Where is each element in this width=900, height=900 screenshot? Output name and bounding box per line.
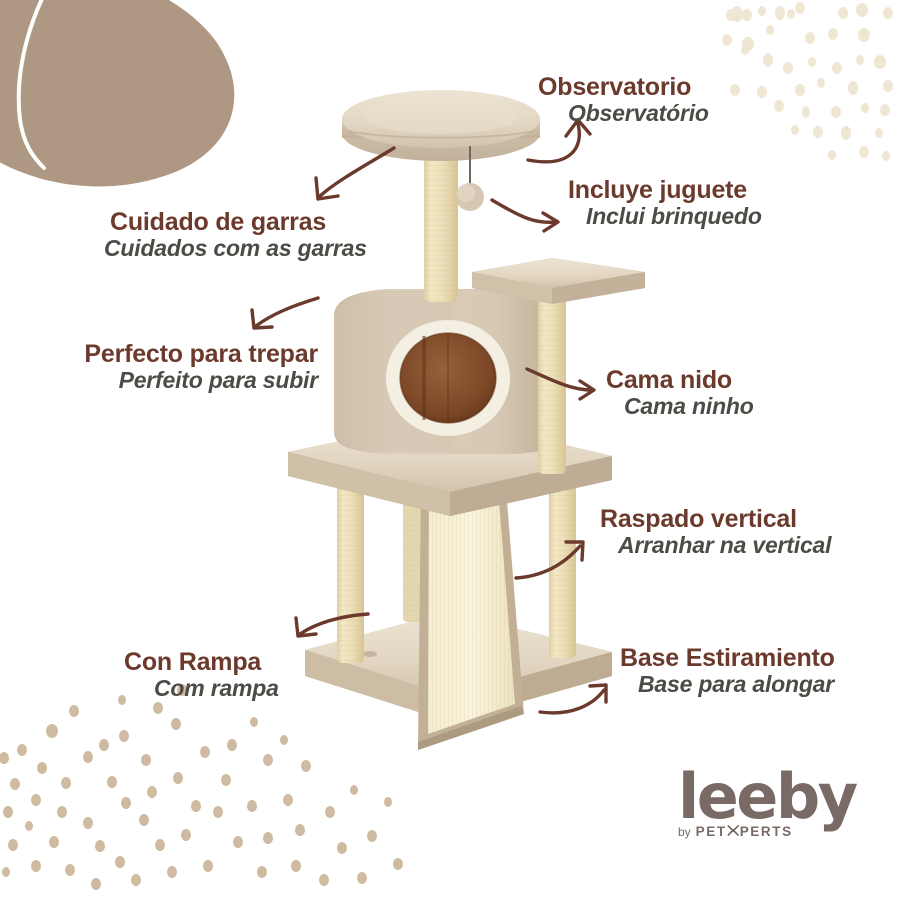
callout-juguete-pt: Inclui brinquedo bbox=[586, 203, 762, 229]
blob-top-left bbox=[0, 0, 235, 187]
callout-juguete-es: Incluye juguete bbox=[568, 176, 747, 204]
callout-trepar: Perfecto para trepar Perfeito para subir bbox=[46, 340, 318, 394]
condo-nest-box bbox=[334, 289, 566, 454]
callout-rampa-es: Con Rampa bbox=[124, 648, 262, 676]
callout-rampa-pt: Com rampa bbox=[154, 675, 279, 701]
callout-trepar-pt: Perfeito para subir bbox=[118, 367, 319, 393]
support-posts-lower bbox=[337, 474, 576, 663]
callout-observatorio: Observatorio Observatório bbox=[538, 73, 709, 127]
callout-garras-pt: Cuidados com as garras bbox=[104, 235, 367, 261]
dot-pattern-bottom-left bbox=[0, 684, 403, 890]
callout-cama: Cama nido Cama ninho bbox=[606, 366, 754, 420]
callout-garras: Cuidado de garras Cuidados com as garras bbox=[104, 208, 367, 262]
callout-garras-es: Cuidado de garras bbox=[110, 208, 327, 236]
observatory-platform bbox=[342, 90, 540, 161]
callout-trepar-es: Perfecto para trepar bbox=[84, 340, 318, 368]
arrow-base bbox=[538, 683, 608, 715]
callout-observatorio-es: Observatorio bbox=[538, 73, 692, 101]
arrow-observatorio bbox=[526, 118, 592, 164]
callout-rampa: Con Rampa Com rampa bbox=[124, 648, 279, 702]
arrow-juguete bbox=[490, 198, 560, 233]
ramp-scratch-board bbox=[418, 476, 524, 750]
hanging-ball-toy bbox=[456, 146, 484, 211]
arrow-cama bbox=[525, 367, 596, 401]
callout-raspado: Raspado vertical Arranhar na vertical bbox=[600, 505, 832, 559]
upper-center-post bbox=[424, 152, 458, 302]
arrow-garras bbox=[314, 146, 396, 201]
dot-pattern-top-right bbox=[722, 2, 893, 161]
side-platform bbox=[472, 258, 645, 474]
arrow-trepar bbox=[250, 296, 320, 330]
callout-raspado-pt: Arranhar na vertical bbox=[618, 532, 832, 558]
callout-juguete: Incluye juguete Inclui brinquedo bbox=[568, 176, 762, 230]
callout-base-pt: Base para alongar bbox=[638, 671, 835, 697]
arrow-raspado bbox=[514, 540, 585, 580]
callout-base-es: Base Estiramiento bbox=[620, 644, 835, 672]
arrow-rampa bbox=[294, 612, 370, 638]
callout-base: Base Estiramiento Base para alongar bbox=[620, 644, 835, 698]
callout-cama-pt: Cama ninho bbox=[624, 393, 754, 419]
callout-cama-es: Cama nido bbox=[606, 366, 732, 394]
callout-raspado-es: Raspado vertical bbox=[600, 505, 797, 533]
callout-observatorio-pt: Observatório bbox=[568, 100, 709, 126]
